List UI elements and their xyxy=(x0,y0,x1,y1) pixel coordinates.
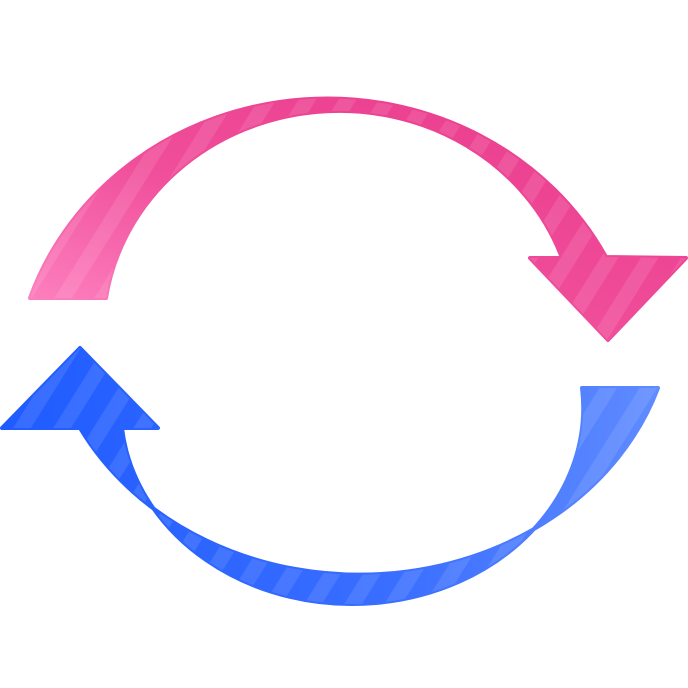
clockwise-arrow-icon xyxy=(28,96,688,342)
counterclockwise-arrow-icon xyxy=(0,346,660,607)
